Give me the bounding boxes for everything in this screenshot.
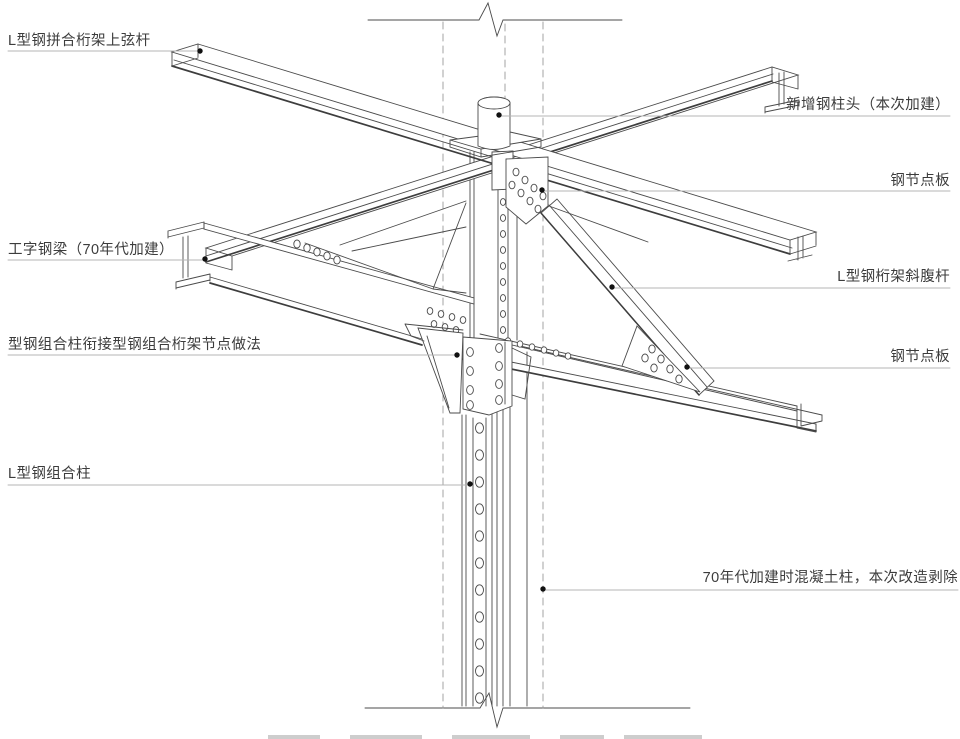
i-beam-left — [167, 221, 475, 346]
new-column-head-cylinder — [477, 96, 511, 150]
label-truss-diagonal: L型钢桁架斜腹杆 — [837, 269, 950, 285]
gusset-plate-bottom — [621, 325, 701, 393]
label-concrete-column: 70年代加建时混凝土柱，本次改造剥除 — [702, 570, 958, 586]
column-truss-joint — [404, 323, 532, 416]
label-i-beam: 工字钢梁（70年代加建） — [8, 242, 174, 258]
leader-lines — [7, 50, 959, 591]
gusset-plate-top — [491, 150, 549, 225]
label-gusset-top: 钢节点板 — [890, 173, 950, 189]
leader-dots — [197, 48, 690, 592]
label-joint-detail: 型钢组合柱衔接型钢组合桁架节点做法 — [8, 337, 262, 353]
truss-bottom-chord-right — [461, 333, 823, 433]
bottom-break-line — [364, 691, 691, 729]
label-new-column-head: 新增钢柱头（本次加建） — [786, 97, 950, 113]
left-gusset-wedges — [304, 200, 467, 294]
top-break-line — [367, 1, 623, 38]
cropped-caption-fragments — [268, 735, 702, 739]
label-built-up-column: L型钢组合柱 — [8, 466, 91, 482]
built-up-column-lower — [461, 341, 528, 707]
label-truss-top-chord: L型钢拼合桁架上弦杆 — [8, 33, 151, 49]
label-gusset-bottom: 钢节点板 — [890, 349, 950, 365]
